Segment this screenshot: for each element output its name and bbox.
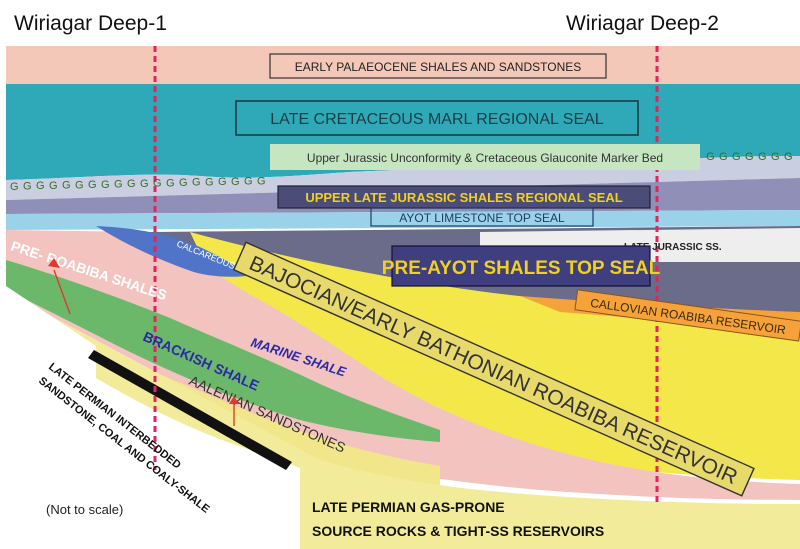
glauconite-mark: G <box>62 180 71 192</box>
glauconite-mark: G <box>218 176 227 188</box>
callovian-label-box <box>574 289 800 342</box>
glauconite-mark: G <box>192 177 201 189</box>
late-jurassic-ss-label: LATE JURASSIC SS. <box>624 242 722 253</box>
glauconite-mark: G <box>771 151 780 163</box>
unconformity-label: Upper Jurassic Unconformity & Cretaceous… <box>307 151 663 165</box>
not-to-scale-label: (Not to scale) <box>46 502 123 517</box>
glauconite-mark: G <box>88 179 97 191</box>
glauconite-mark: G <box>140 178 149 190</box>
glauconite-mark: G <box>706 151 715 163</box>
arrow-head-2 <box>229 396 239 404</box>
glauconite-mark: G <box>166 177 175 189</box>
lower-left-blank <box>0 282 300 549</box>
glauconite-mark: G <box>231 176 240 188</box>
upper-jurassic-label: UPPER LATE JURASSIC SHALES REGIONAL SEAL <box>305 190 622 205</box>
glauconite-mark: G <box>784 151 793 163</box>
glauconite-mark: G <box>153 178 162 190</box>
arrow-head-1 <box>48 258 60 268</box>
glauconite-mark: G <box>205 176 214 188</box>
glauconite-mark: G <box>127 178 136 190</box>
ayot-limestone-layer <box>6 210 800 230</box>
glauconite-mark: G <box>10 181 19 193</box>
palaeocene-label: EARLY PALAEOCENE SHALES AND SANDSTONES <box>295 60 582 74</box>
glauconite-mark: G <box>257 175 266 187</box>
migration-arrows <box>53 269 235 426</box>
ayot-label-box <box>370 207 594 227</box>
palaeocene-label-box <box>269 53 607 79</box>
glauconite-mark: G <box>101 179 110 191</box>
glauconite-mark: G <box>732 151 741 163</box>
well-title-deep-1: Wiriagar Deep-1 <box>14 12 167 35</box>
marl-seal-label: LATE CRETACEOUS MARL REGIONAL SEAL <box>270 111 604 128</box>
marl-seal-label-box <box>235 100 639 136</box>
glauconite-mark: G <box>244 176 253 188</box>
marine-shale-layer <box>6 230 800 500</box>
calcareous-shale-layer <box>96 226 246 277</box>
glauconite-mark: G <box>719 151 728 163</box>
brackish-shale-layer <box>6 260 440 442</box>
coal-bar <box>88 350 292 470</box>
source-rocks-line-2: SOURCE ROCKS & TIGHT-SS RESERVOIRS <box>312 523 604 539</box>
glauconite-mark: G <box>75 179 84 191</box>
glauconite-mark: G <box>745 151 754 163</box>
glauconite-mark: G <box>179 177 188 189</box>
glauconite-mark: G <box>758 151 767 163</box>
unconformity-label-box <box>270 144 700 170</box>
pre-ayot-label: PRE-AYOT SHALES TOP SEAL <box>382 258 661 279</box>
pre-ayot-label-box <box>391 245 651 287</box>
glauconite-mark: G <box>36 180 45 192</box>
arrow-line-1 <box>53 269 71 315</box>
glauconite-mark: G <box>23 180 32 192</box>
well-title-deep-2: Wiriagar Deep-2 <box>566 12 719 35</box>
bajocian-label-box <box>232 241 755 497</box>
glauconite-mark: G <box>49 180 58 192</box>
aalenian-layer <box>96 346 440 486</box>
glauconite-mark: G <box>114 178 123 190</box>
ayot-label: AYOT LIMESTONE TOP SEAL <box>399 211 565 225</box>
source-rocks-line-1: LATE PERMIAN GAS-PRONE <box>312 499 505 515</box>
